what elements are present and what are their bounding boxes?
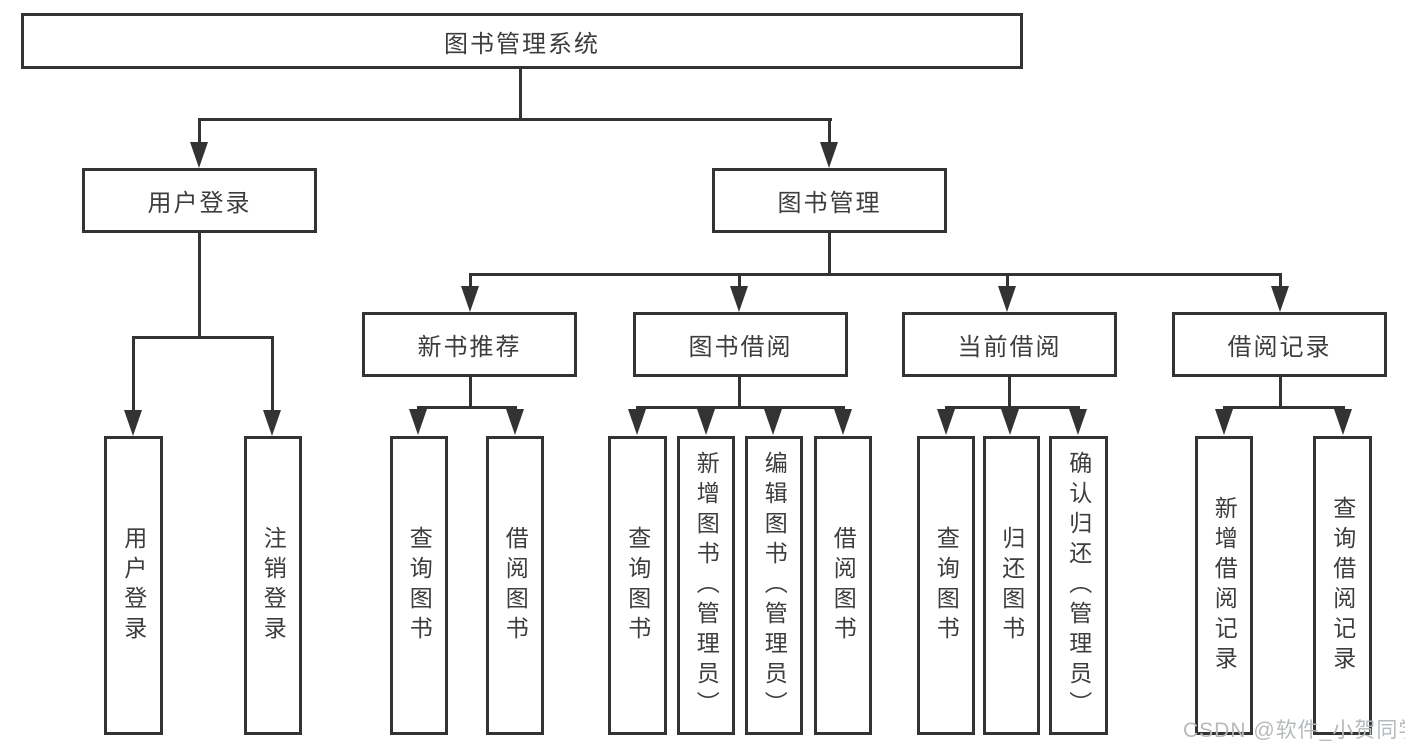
node-new-book-rec-label: 新书推荐: [417, 334, 522, 361]
leaf-logout-label: 注销登录: [260, 525, 287, 646]
leaf-logout: 注销登录: [244, 436, 302, 735]
leaf-user-login-label: 用户登录: [120, 525, 147, 646]
connector-drop-leaf-logout: [271, 336, 274, 414]
leaf-bb-borrow-books-label: 借阅图书: [830, 525, 857, 646]
arrow-down-icon: [834, 409, 852, 435]
arrow-down-icon: [1001, 409, 1019, 435]
node-borrow-record: 借阅记录: [1172, 312, 1387, 377]
leaf-cb-confirm-return-admin-label: 确认归还（管理员）: [1065, 450, 1092, 721]
connector-borrow-record-stem: [1279, 377, 1282, 409]
node-book-borrow: 图书借阅: [633, 312, 848, 377]
arrow-down-icon: [628, 409, 646, 435]
connector-drop-current-borrow: [1006, 273, 1009, 289]
arrow-down-icon: [263, 410, 281, 436]
arrow-down-icon: [1334, 409, 1352, 435]
connector-current-borrow-bar: [945, 406, 1080, 409]
connector-book-mgmt-stem: [828, 233, 831, 276]
node-current-borrow-label: 当前借阅: [957, 334, 1062, 361]
node-book-borrow-label: 图书借阅: [688, 334, 793, 361]
arrow-down-icon: [697, 409, 715, 435]
arrow-down-icon: [1215, 409, 1233, 435]
connector-root-bar: [198, 118, 832, 121]
leaf-bb-query-books-label: 查询图书: [624, 525, 651, 646]
csdn-watermark: CSDN @软件_小贺同学: [1183, 719, 1405, 742]
leaf-br-add-record: 新增借阅记录: [1195, 436, 1253, 735]
node-user-login-label: 用户登录: [147, 190, 252, 217]
connector-drop-leaf-login: [132, 336, 135, 414]
connector-book-borrow-bar: [636, 406, 845, 409]
node-root-label: 图书管理系统: [444, 30, 600, 58]
connector-drop-user-login: [198, 118, 201, 146]
leaf-bb-edit-books-admin-label: 编辑图书（管理员）: [761, 450, 788, 721]
leaf-bb-edit-books-admin: 编辑图书（管理员）: [745, 436, 803, 735]
leaf-cb-return-books-label: 归还图书: [998, 525, 1025, 646]
arrow-down-icon: [190, 142, 208, 168]
arrow-down-icon: [1271, 286, 1289, 312]
arrow-down-icon: [730, 286, 748, 312]
leaf-nbr-borrow-books: 借阅图书: [486, 436, 544, 735]
leaf-nbr-borrow-books-label: 借阅图书: [502, 525, 529, 646]
connector-user-login-stem: [198, 233, 201, 339]
node-current-borrow: 当前借阅: [902, 312, 1117, 377]
connector-current-borrow-stem: [1008, 377, 1011, 409]
leaf-bb-add-books-admin: 新增图书（管理员）: [677, 436, 735, 735]
connector-book-borrow-stem: [738, 377, 741, 409]
arrow-down-icon: [764, 409, 782, 435]
node-book-mgmt-label: 图书管理: [777, 190, 882, 217]
connector-book-mgmt-bar: [469, 273, 1282, 276]
leaf-cb-query-books-label: 查询图书: [933, 525, 960, 646]
arrow-down-icon: [124, 410, 142, 436]
leaf-nbr-query-books-label: 查询图书: [406, 525, 433, 646]
node-user-login: 用户登录: [82, 168, 317, 233]
connector-drop-new-book: [469, 273, 472, 289]
arrow-down-icon: [409, 409, 427, 435]
arrow-down-icon: [820, 142, 838, 168]
node-new-book-rec: 新书推荐: [362, 312, 577, 377]
connector-new-book-stem: [469, 377, 472, 409]
arrow-down-icon: [461, 286, 479, 312]
leaf-br-add-record-label: 新增借阅记录: [1211, 495, 1238, 676]
leaf-bb-add-books-admin-label: 新增图书（管理员）: [693, 450, 720, 721]
node-borrow-record-label: 借阅记录: [1227, 334, 1332, 361]
arrow-down-icon: [998, 286, 1016, 312]
arrow-down-icon: [1069, 409, 1087, 435]
connector-borrow-record-bar: [1223, 406, 1345, 409]
leaf-user-login: 用户登录: [104, 436, 163, 735]
connector-drop-book-borrow: [738, 273, 741, 289]
node-root: 图书管理系统: [21, 13, 1023, 69]
connector-drop-borrow-record: [1279, 273, 1282, 289]
leaf-cb-confirm-return-admin: 确认归还（管理员）: [1049, 436, 1108, 735]
leaf-cb-return-books: 归还图书: [983, 436, 1040, 735]
connector-root-stem: [519, 69, 522, 118]
leaf-bb-borrow-books: 借阅图书: [814, 436, 872, 735]
connector-drop-book-mgmt: [828, 118, 831, 146]
connector-new-book-bar: [417, 406, 517, 409]
leaf-br-query-record-label: 查询借阅记录: [1329, 495, 1356, 676]
leaf-nbr-query-books: 查询图书: [390, 436, 448, 735]
connector-user-login-bar: [132, 336, 274, 339]
arrow-down-icon: [506, 409, 524, 435]
node-book-mgmt: 图书管理: [712, 168, 947, 233]
leaf-cb-query-books: 查询图书: [917, 436, 975, 735]
arrow-down-icon: [937, 409, 955, 435]
leaf-br-query-record: 查询借阅记录: [1313, 436, 1372, 735]
leaf-bb-query-books: 查询图书: [608, 436, 667, 735]
